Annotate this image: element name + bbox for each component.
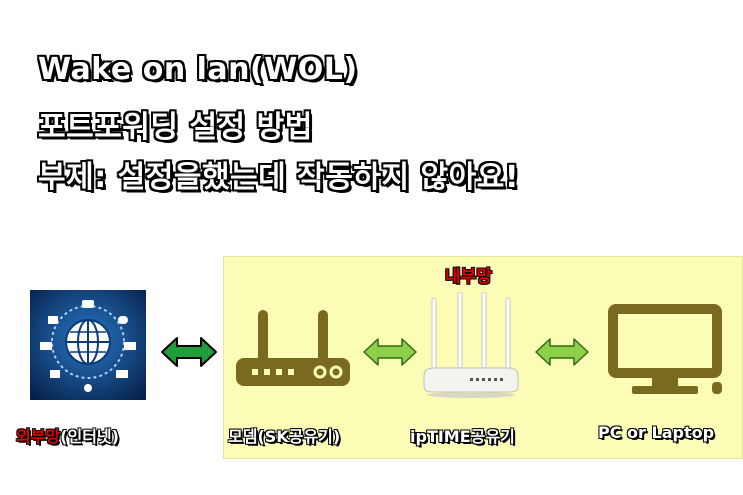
bidirectional-arrow-3 <box>534 335 590 373</box>
monitor-icon <box>604 302 728 396</box>
router-icon <box>232 308 354 390</box>
pc-label: PC or Laptop <box>598 423 715 442</box>
title-line-2: 포트포워딩 설정 방법 <box>38 110 313 145</box>
internet-label: 외부망(인터넷) <box>16 423 119 447</box>
iptime-label: ipTIME공유기 <box>410 427 515 446</box>
globe-network-icon <box>30 290 146 400</box>
title-line-1: Wake on lan(WOL) <box>38 52 358 87</box>
internet-word: (인터넷) <box>60 427 119 446</box>
internal-network-label: 내부망 <box>445 267 492 287</box>
wifi-router-icon <box>420 291 522 400</box>
modem-label: 모뎀(SK공유기) <box>228 427 341 446</box>
external-network-word: 외부망 <box>16 427 61 446</box>
bidirectional-arrow-1 <box>160 335 218 373</box>
bidirectional-arrow-2 <box>362 335 418 373</box>
title-line-3: 부제: 설정을했는데 작동하지 않아요! <box>38 160 520 195</box>
